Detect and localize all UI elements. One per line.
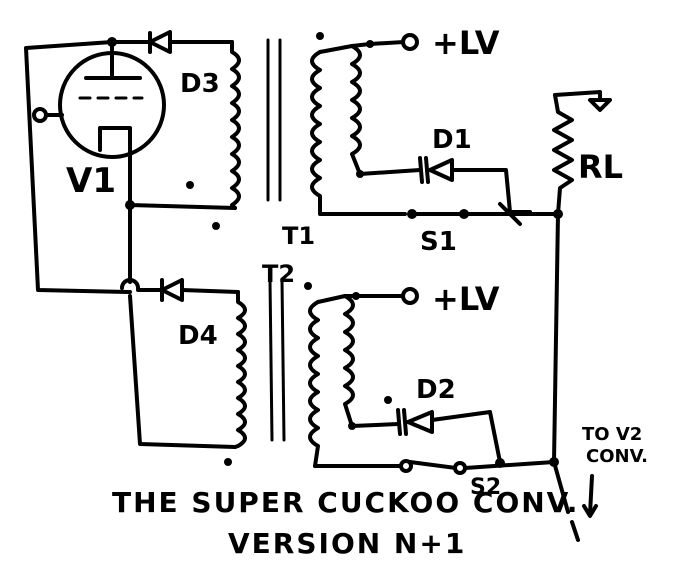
resistor-rl	[552, 90, 612, 464]
t2-primary-coil	[224, 290, 247, 466]
lv-terminal-top	[401, 33, 419, 51]
label-d1: D1	[432, 125, 472, 155]
t2-secondary-coils	[304, 282, 419, 468]
label-to-v2-line2: CONV.	[586, 446, 648, 467]
label-rl: RL	[578, 148, 623, 186]
switch-s1	[407, 202, 558, 226]
grid-terminal	[32, 107, 48, 123]
t1-primary-coil	[186, 40, 241, 230]
label-t2: T2	[262, 260, 295, 288]
switch-s2	[399, 457, 559, 475]
title-line-1: THE SUPER CUCKOO CONV.	[112, 486, 579, 519]
label-s2: S2	[470, 475, 501, 500]
diode-d2	[350, 408, 502, 464]
lv-terminal-bottom	[401, 287, 419, 305]
vacuum-tube-v1	[32, 40, 166, 159]
label-v1: V1	[66, 161, 116, 201]
title-line-2: VERSION N+1	[228, 527, 466, 560]
label-to-v2-line1: TO V2	[582, 424, 642, 445]
diode-d1	[358, 156, 512, 214]
label-s1: S1	[420, 227, 457, 257]
label-d2: D2	[416, 375, 456, 405]
label-lv-bottom: +LV	[432, 280, 500, 318]
label-t1: T1	[282, 222, 315, 250]
transformer-cores	[266, 38, 286, 442]
label-d4: D4	[178, 321, 218, 351]
left-wiring	[24, 37, 237, 449]
t1-secondary-coils	[310, 32, 419, 216]
output-lead-to-v2	[552, 460, 598, 542]
label-lv-top: +LV	[432, 24, 500, 62]
diode-d3	[148, 30, 234, 54]
diode-d4	[160, 278, 240, 302]
label-d3: D3	[180, 69, 220, 99]
